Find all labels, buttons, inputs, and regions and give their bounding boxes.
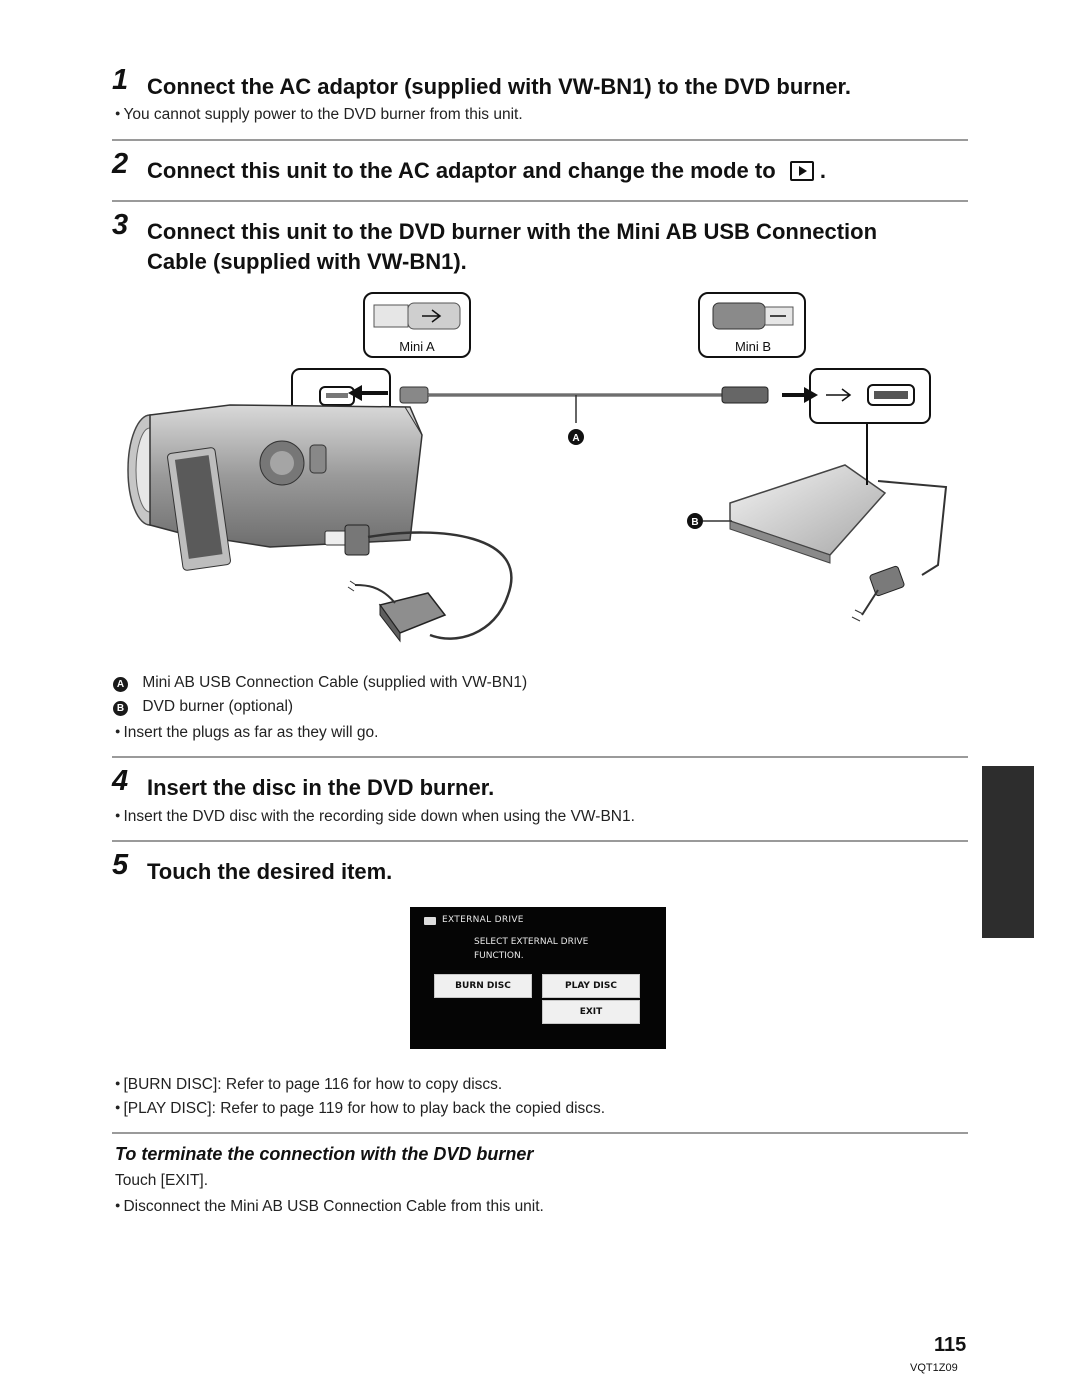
step-1-note-text: You cannot supply power to the DVD burne… [123, 106, 523, 123]
burn-disc-button[interactable]: BURN DISC [434, 974, 532, 998]
step-4-note: Insert the DVD disc with the recording s… [115, 805, 635, 827]
step-1-note: You cannot supply power to the DVD burne… [115, 103, 523, 125]
divider [112, 756, 968, 758]
play-disc-note: [PLAY DISC]: Refer to page 119 for how t… [115, 1097, 605, 1119]
dvd-burner-illustration [703, 423, 948, 622]
mini-b-plug-callout [698, 292, 806, 358]
step-2-title-text: Connect this unit to the AC adaptor and … [147, 158, 776, 183]
burn-disc-note: [BURN DISC]: Refer to page 116 for how t… [115, 1073, 502, 1095]
step-2-title: Connect this unit to the AC adaptor and … [147, 155, 826, 186]
screen-header: EXTERNAL DRIVE [442, 915, 524, 925]
play-disc-button[interactable]: PLAY DISC [542, 974, 640, 998]
terminate-note-text: Disconnect the Mini AB USB Connection Ca… [123, 1198, 544, 1215]
step-2-number: 2 [112, 148, 129, 180]
step-5-number: 5 [112, 849, 129, 881]
callout-b-badge [687, 513, 703, 529]
screen-message-line2: FUNCTION. [474, 951, 524, 961]
legend-a-badge: A [113, 677, 128, 692]
step-1-number: 1 [112, 64, 129, 96]
step-1-title: Connect the AC adaptor (supplied with VW… [147, 74, 851, 99]
playback-mode-icon [789, 161, 814, 181]
step-2-title-end: . [819, 158, 827, 183]
callout-a-badge [568, 429, 584, 445]
diagram-note-text: Insert the plugs as far as they will go. [123, 724, 379, 741]
legend-item-a: A Mini AB USB Connection Cable (supplied… [113, 673, 527, 693]
divider [112, 1132, 968, 1134]
step-3-number: 3 [112, 209, 129, 241]
callout-a-letter: A [572, 433, 579, 444]
burner-usb-port-callout [782, 368, 931, 424]
screen-message-line1: SELECT EXTERNAL DRIVE [474, 937, 589, 947]
terminate-heading: To terminate the connection with the DVD… [115, 1144, 534, 1164]
play-disc-note-text: [PLAY DISC]: Refer to page 119 for how t… [123, 1100, 606, 1117]
disc-drive-icon [424, 917, 436, 925]
page-number: 115 [934, 1334, 967, 1356]
divider [112, 840, 968, 842]
external-drive-screen: EXTERNAL DRIVE SELECT EXTERNAL DRIVE FUN… [410, 907, 666, 1049]
terminate-text: Touch [EXIT]. [115, 1172, 209, 1189]
model-code: VQT1Z09 [910, 1362, 958, 1374]
burn-disc-note-text: [BURN DISC]: Refer to page 116 for how t… [123, 1076, 503, 1093]
callout-b-letter: B [691, 517, 698, 528]
legend-a-text: Mini AB USB Connection Cable (supplied w… [142, 674, 528, 691]
camcorder-illustration [127, 404, 423, 571]
terminate-note: Disconnect the Mini AB USB Connection Ca… [115, 1195, 544, 1217]
diagram-note: Insert the plugs as far as they will go. [115, 721, 378, 743]
connection-diagram: Mini A Mini B A [127, 292, 948, 643]
usb-cable [399, 386, 769, 423]
mini-b-label: Mini B [735, 339, 771, 354]
step-3-title-line1: Connect this unit to the DVD burner with… [147, 219, 878, 244]
step-4-title: Insert the disc in the DVD burner. [147, 775, 495, 800]
mini-a-label: Mini A [399, 339, 435, 354]
divider [112, 139, 968, 141]
exit-button[interactable]: EXIT [542, 1000, 640, 1024]
mini-a-plug-callout [363, 292, 471, 358]
step-4-note-text: Insert the DVD disc with the recording s… [123, 808, 635, 825]
step-4-number: 4 [112, 765, 129, 797]
legend-b-badge: B [113, 701, 128, 716]
divider [112, 200, 968, 202]
legend-b-text: DVD burner (optional) [142, 698, 294, 715]
step-3-title-line2: Cable (supplied with VW-BN1). [147, 249, 467, 274]
step-5-title: Touch the desired item. [147, 859, 393, 884]
ac-adaptor-illustration [347, 580, 447, 643]
chapter-side-tab [982, 766, 1034, 938]
dc-cable [367, 531, 513, 640]
legend-item-b: B DVD burner (optional) [113, 697, 293, 717]
